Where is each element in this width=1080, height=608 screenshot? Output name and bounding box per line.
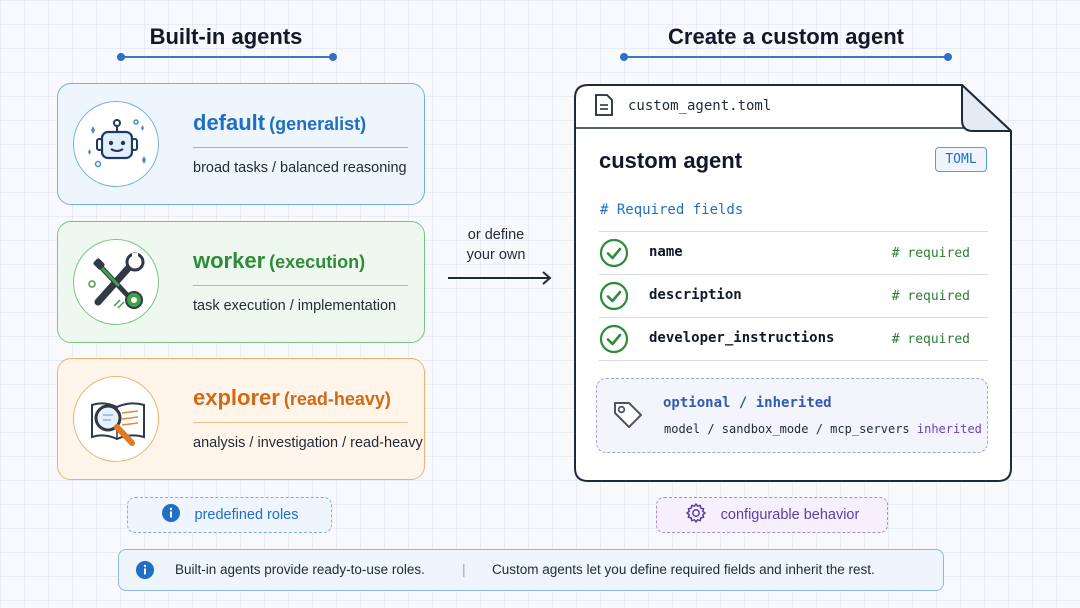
agent-name: worker(execution) <box>193 248 366 273</box>
divider <box>193 147 408 148</box>
field-required-note: # required <box>891 332 970 347</box>
filename: custom_agent.toml <box>628 98 772 114</box>
field-row-description: description # required <box>599 275 988 318</box>
agent-description: broad tasks / balanced reasoning <box>193 160 407 176</box>
agent-card-worker: worker(execution) task execution / imple… <box>57 221 425 343</box>
field-required-note: # required <box>891 246 970 261</box>
footer-left-text: Built-in agents provide ready-to-use rol… <box>175 562 425 577</box>
field-name: developer_instructions <box>649 330 835 346</box>
doc-title: custom agent <box>599 148 743 173</box>
agent-name: explorer(read-heavy) <box>193 385 391 410</box>
configurable-behavior-pill: configurable behavior <box>656 497 888 533</box>
divider <box>193 422 408 423</box>
built-in-agents-title: Built-in agents <box>149 24 303 49</box>
title-underline <box>620 53 952 61</box>
field-name: name <box>649 244 683 260</box>
agent-card-explorer: explorer(read-heavy) analysis / investig… <box>57 358 425 480</box>
title-underline <box>117 53 337 61</box>
info-icon <box>161 503 181 527</box>
agent-description: task execution / implementation <box>193 298 397 314</box>
info-icon <box>136 561 154 579</box>
required-fields-heading: # Required fields <box>600 202 744 218</box>
check-circle-icon <box>599 281 629 311</box>
footer-divider: | <box>462 561 466 577</box>
optional-inherited-label: optional / inherited <box>663 395 832 411</box>
tag-icon <box>614 402 642 428</box>
footer-bar: Built-in agents provide ready-to-use rol… <box>118 549 944 591</box>
field-required-note: # required <box>891 289 970 304</box>
agent-description: analysis / investigation / read-heavy <box>193 435 423 451</box>
predefined-roles-pill: predefined roles <box>127 497 332 533</box>
agent-name: default(generalist) <box>193 110 367 135</box>
field-row-developer-instructions: developer_instructions # required <box>599 318 988 361</box>
field-name: description <box>649 287 742 303</box>
magnifier-book-icon <box>73 376 159 462</box>
create-custom-agent-title: Create a custom agent <box>668 24 904 49</box>
check-circle-icon <box>599 324 629 354</box>
arrow-right-icon <box>448 271 552 285</box>
footer-right-text: Custom agents let you define required fi… <box>492 562 875 577</box>
gear-icon <box>685 502 707 528</box>
divider <box>193 285 408 286</box>
toml-badge: TOML <box>935 147 987 172</box>
divider <box>599 231 988 232</box>
optional-fields: model / sandbox_mode / mcp_servers inher… <box>664 422 982 436</box>
robot-icon <box>73 101 159 187</box>
wrench-screwdriver-icon <box>73 239 159 325</box>
optional-inherited-box: optional / inherited model / sandbox_mod… <box>596 378 988 453</box>
field-row-name: name # required <box>599 232 988 275</box>
file-icon <box>595 94 613 116</box>
connector-label: or define your own <box>466 227 526 263</box>
agent-card-default: default(generalist) broad tasks / balanc… <box>57 83 425 205</box>
check-circle-icon <box>599 238 629 268</box>
